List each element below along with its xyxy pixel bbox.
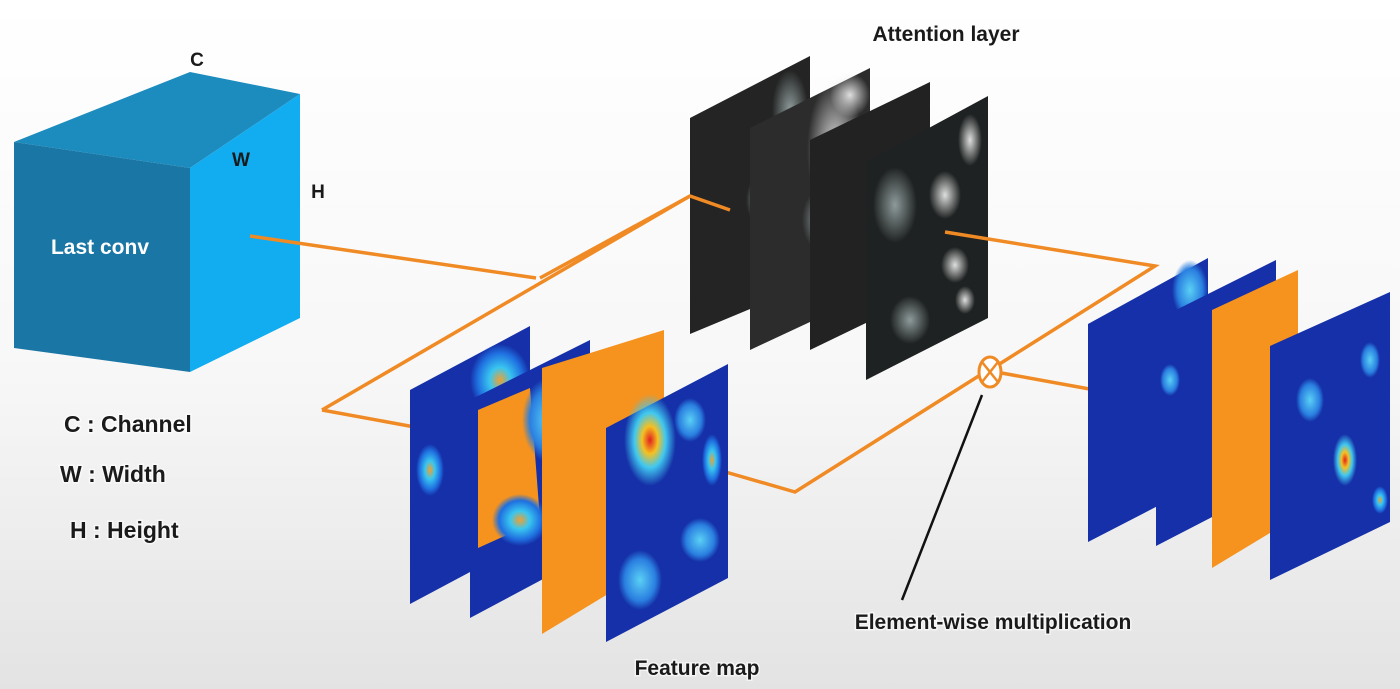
feature-map-title: Feature map	[635, 657, 760, 680]
legend-height: H : Height	[70, 517, 179, 543]
attention-map	[866, 96, 988, 380]
output-feature-map-stack	[1088, 258, 1390, 580]
plane-outline-right	[944, 230, 1160, 372]
operator-to-output-line	[995, 370, 1096, 392]
attention-layer	[690, 56, 988, 380]
dim-w-label: W	[232, 150, 250, 171]
feature-to-operator-line	[683, 370, 986, 494]
element-wise-multiplication-icon	[977, 355, 1003, 389]
last-conv-cube: Last conv	[14, 72, 300, 372]
cube-to-plane-line	[249, 234, 537, 280]
attention-layer-title: Attention layer	[872, 23, 1019, 46]
operator-callout-line	[900, 394, 984, 601]
cube-top-face	[14, 72, 300, 168]
element-wise-multiplication-label: Element-wise multiplication	[855, 611, 1132, 634]
legend-channel: C : Channel	[64, 411, 192, 437]
plane-outline-bottom	[321, 408, 421, 430]
cube-face-label: Last conv	[51, 236, 149, 259]
dim-h-label: H	[311, 182, 325, 203]
cube-front-face	[14, 142, 190, 372]
plane-outline-top	[539, 194, 691, 280]
feature-map-stack	[410, 326, 728, 642]
legend: C : Channel W : Width H : Height	[59, 410, 194, 545]
legend-width: W : Width	[60, 461, 166, 487]
connector-lines	[249, 194, 1160, 494]
dim-c-label: C	[190, 50, 204, 71]
feature-map	[606, 364, 728, 642]
output-feature-map	[1270, 292, 1390, 580]
cube-side-face	[190, 94, 300, 372]
